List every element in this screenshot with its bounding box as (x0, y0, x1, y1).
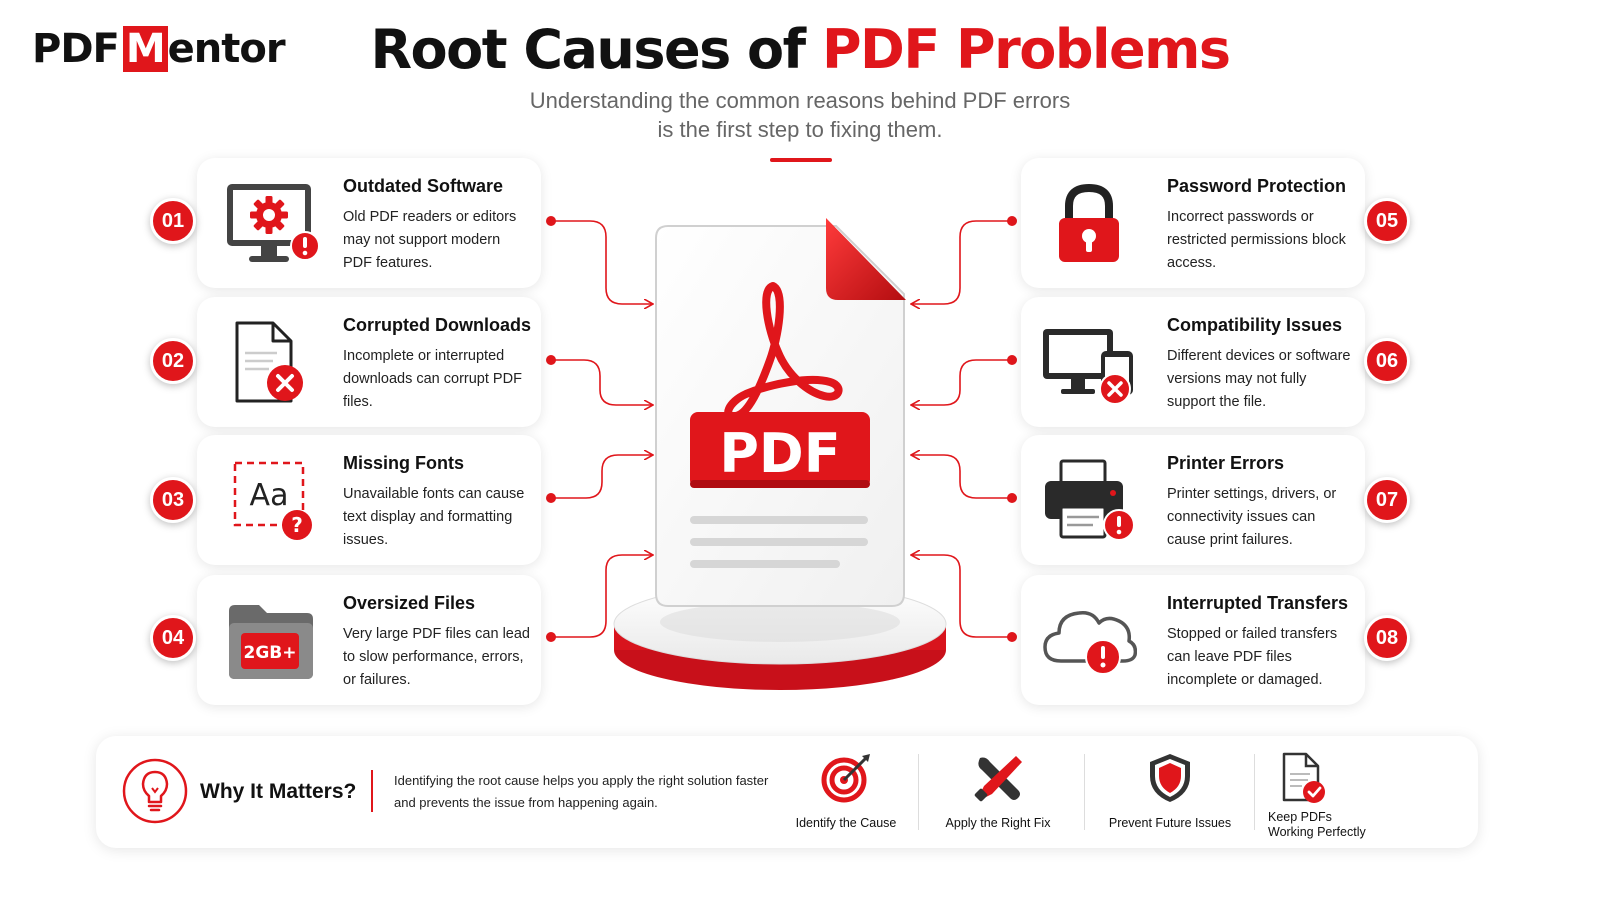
padlock-icon (1059, 183, 1119, 262)
cause-title: Printer Errors (1167, 453, 1285, 473)
acrobat-pdf-document-icon: PDF (613, 218, 947, 690)
corrupted-file-icon (235, 321, 303, 403)
cause-title: Outdated Software (343, 176, 504, 196)
cause-number-badge: 07 (1364, 477, 1410, 523)
cause-number-badge: 08 (1364, 615, 1410, 661)
devices-icon (1043, 329, 1133, 405)
why-it-matters-panel: Why It Matters? Identifying the root cau… (96, 736, 1478, 848)
subtitle-line-1: Understanding the common reasons behind … (529, 88, 1071, 113)
brand-logo: PDF M entor (32, 26, 286, 72)
benefit-label: Prevent Future Issues (1108, 816, 1232, 830)
cause-description: Incomplete or interrupted downloads can … (343, 348, 522, 410)
cause-card-outdated-software: Outdated Software Old PDF readers or edi… (197, 158, 541, 288)
cause-title: Interrupted Transfers (1167, 593, 1349, 613)
cause-number-badge: 02 (150, 338, 196, 384)
benefit-prevent-issues: Prevent Future Issues (1100, 750, 1240, 840)
cause-card-missing-fonts: Aa ? Missing Fonts Unavailable fonts can… (197, 435, 541, 565)
page-title: Root Causes of PDF Problems (0, 18, 1600, 81)
center-pdf-label: PDF (719, 422, 840, 485)
tools-icon (974, 756, 1022, 802)
title-red-part: PDF Problems (821, 18, 1231, 81)
benefit-divider (1254, 754, 1255, 830)
lightbulb-icon (122, 758, 188, 824)
cause-description: Very large PDF files can lead to slow pe… (343, 626, 530, 688)
logo-text-m: M (122, 26, 168, 72)
cause-title: Missing Fonts (343, 453, 464, 473)
cause-card-interrupted-transfers: Interrupted Transfers Stopped or failed … (1021, 575, 1365, 705)
cause-card-password-protection: Password Protection Incorrect passwords … (1021, 158, 1365, 288)
benefit-identify-cause: Identify the Cause (786, 750, 906, 840)
svg-text:?: ? (291, 513, 303, 537)
target-icon (821, 754, 870, 803)
cause-card-corrupted-downloads: Corrupted Downloads Incomplete or interr… (197, 297, 541, 427)
logo-text-entor: entor (167, 26, 286, 72)
cause-description: Old PDF readers or editors may not suppo… (343, 209, 517, 271)
cause-card-oversized-files: 2GB+ Oversized Files Very large PDF file… (197, 575, 541, 705)
cause-card-printer-errors: Printer Errors Printer settings, drivers… (1021, 435, 1365, 565)
cloud-alert-icon (1043, 610, 1137, 675)
benefit-divider (918, 754, 919, 830)
why-it-matters-text: Identifying the root cause helps you app… (394, 773, 769, 810)
shield-icon (1150, 754, 1190, 802)
benefit-divider (1084, 754, 1085, 830)
benefit-keep-pdfs-working: Keep PDFs Working Perfectly (1268, 750, 1388, 840)
cause-title: Corrupted Downloads (343, 315, 531, 335)
folder-size-label: 2GB+ (244, 643, 297, 663)
benefit-label: Keep PDFs Working Perfectly (1268, 810, 1366, 839)
cause-description: Printer settings, drivers, or connectivi… (1167, 486, 1337, 548)
cause-number-badge: 01 (150, 198, 196, 244)
cause-description: Stopped or failed transfers can leave PD… (1167, 626, 1338, 688)
page-subtitle: Understanding the common reasons behind … (450, 86, 1150, 144)
benefit-label: Identify the Cause (795, 816, 897, 830)
cause-number-badge: 06 (1364, 338, 1410, 384)
cause-title: Password Protection (1167, 176, 1347, 196)
cause-description: Different devices or software versions m… (1167, 348, 1351, 410)
logo-text-pdf: PDF (32, 26, 120, 72)
benefit-apply-fix: Apply the Right Fix (934, 750, 1062, 840)
cause-card-compatibility-issues: Compatibility Issues Different devices o… (1021, 297, 1365, 427)
cause-title: Compatibility Issues (1167, 315, 1343, 335)
document-check-icon (1282, 752, 1325, 803)
cause-number-badge: 05 (1364, 198, 1410, 244)
title-black-part: Root Causes of (370, 18, 822, 81)
heading-divider (371, 770, 373, 812)
cause-number-badge: 03 (150, 477, 196, 523)
benefit-label: Apply the Right Fix (945, 816, 1051, 830)
missing-font-icon: Aa ? (233, 461, 312, 540)
cause-description: Unavailable fonts can cause text display… (343, 486, 525, 548)
cause-description: Incorrect passwords or restricted permis… (1167, 209, 1346, 271)
cause-number-badge: 04 (150, 615, 196, 661)
printer-icon (1045, 459, 1135, 541)
title-underline (770, 158, 832, 162)
svg-text:Aa: Aa (250, 478, 289, 513)
outdated-monitor-icon (227, 184, 319, 262)
large-folder-icon: 2GB+ (229, 605, 313, 679)
cause-title: Oversized Files (343, 593, 476, 613)
subtitle-line-2: is the first step to fixing them. (657, 117, 943, 142)
why-it-matters-heading: Why It Matters? (200, 780, 357, 803)
